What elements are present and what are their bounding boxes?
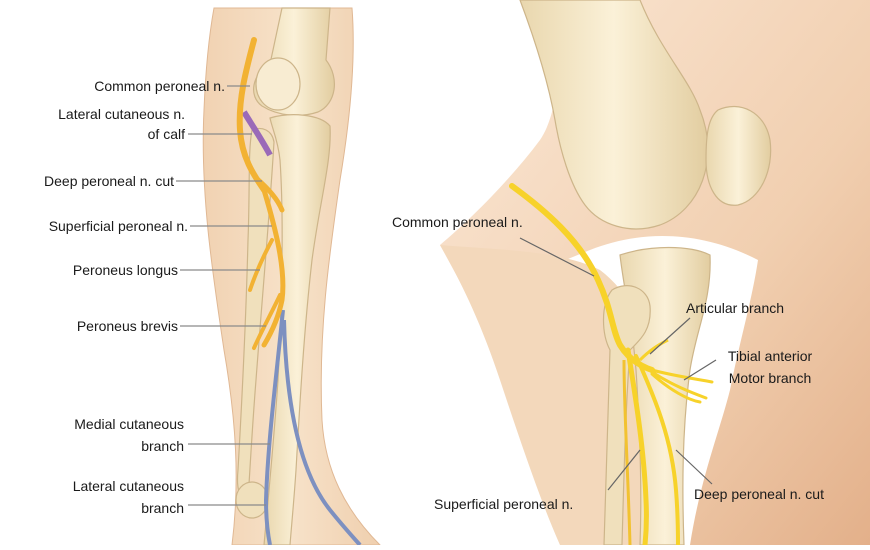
label-lateral-cutaneous-branch-line1: Lateral cutaneous — [10, 478, 184, 495]
label-common-peroneal-right: Common peroneal n. — [392, 214, 523, 231]
label-tibial-anterior-line1: Tibial anterior — [710, 348, 830, 365]
right-knee-panel — [440, 0, 870, 545]
label-deep-peroneal-left: Deep peroneal n. cut — [10, 173, 174, 190]
label-peroneus-longus: Peroneus longus — [10, 262, 178, 279]
label-lateral-cutaneous-calf-line1: Lateral cutaneous n. — [10, 106, 185, 123]
label-superficial-peroneal-left: Superficial peroneal n. — [8, 218, 188, 235]
left-knee-condyle — [256, 58, 300, 110]
label-medial-cutaneous-line1: Medial cutaneous — [10, 416, 184, 433]
label-articular-branch: Articular branch — [686, 300, 784, 317]
label-deep-peroneal-right: Deep peroneal n. cut — [694, 486, 824, 503]
label-superficial-peroneal-right: Superficial peroneal n. — [434, 496, 573, 513]
label-lateral-cutaneous-branch-line2: branch — [10, 500, 184, 517]
label-common-peroneal-left: Common peroneal n. — [10, 78, 225, 95]
label-peroneus-brevis: Peroneus brevis — [10, 318, 178, 335]
left-ankle-bone — [236, 482, 268, 518]
label-tibial-anterior-line2: Motor branch — [710, 370, 830, 387]
label-medial-cutaneous-line2: branch — [10, 438, 184, 455]
label-lateral-cutaneous-calf-line2: of calf — [10, 126, 185, 143]
